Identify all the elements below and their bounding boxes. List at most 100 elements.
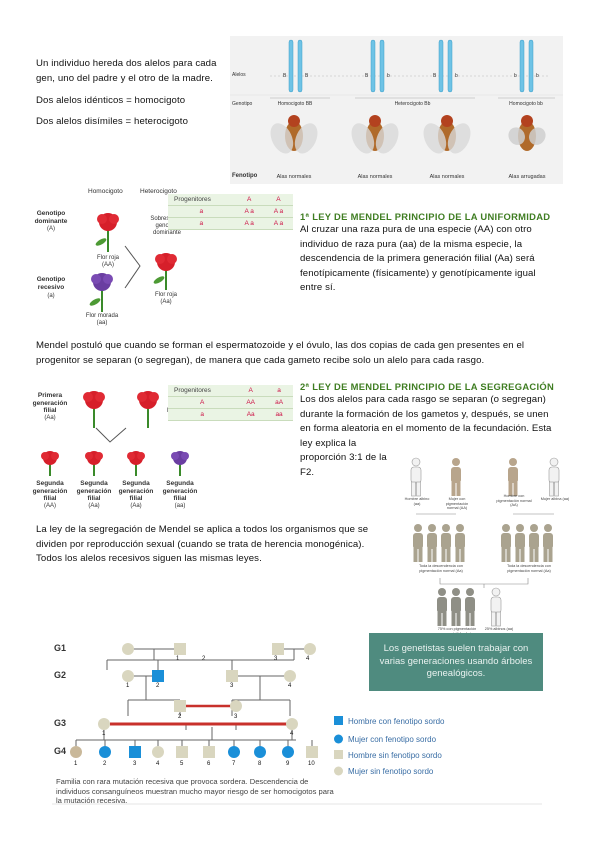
purple-flower-icon [89,273,113,312]
legend-male-affected-symbol [334,716,343,725]
punnett-cell: Progenitores [168,194,235,206]
second-law-short-line: ley explica la [300,437,357,449]
person-label: Hombre albino (aa) [404,497,430,506]
pedigree-diagram [52,643,542,805]
red-flower-icon [137,391,159,428]
punnett-cell: aa [265,408,293,421]
genotipo-dominante-sub: (A) [47,226,55,232]
legend-male-affected: Hombre con fenotipo sordo [348,717,445,726]
first-law-title: 1ª LEY DE MENDEL PRINCIPIO DE LA UNIFORM… [300,211,551,222]
pedigree-number: 2 [156,683,160,689]
punnett-cell: AA [236,396,266,409]
punnett-square-2: Progenitores A a A AA aA a Aa aa [168,385,293,421]
punnett-cell: A [236,385,266,397]
genotipo-label: Genotipo [232,101,253,107]
f2-genotype-2: (Aa) [88,503,100,509]
genotype-phenotype-diagram [230,39,563,154]
phenotype-label-4: Alas arrugadas [508,174,546,180]
uniformity-flower-figure: Homocigoto Heterocigoto Genotipo dominan… [30,188,205,330]
pedigree-number: 10 [308,761,315,767]
pedigree-male [174,643,186,655]
person-label: Toda la descendencia con pigmentación no… [507,564,551,573]
f2-genotype-3: (Aa) [130,503,142,509]
punnett-square-1: Progenitores A A a A a A a a A a A a [168,194,293,230]
heterocigoto-definition: Dos alelos disímiles = heterocigoto [36,115,189,127]
red-flower-icon [85,451,103,476]
pedigree-number: 9 [286,761,290,767]
pedigree-female [122,643,134,655]
albinism-people-diagram [410,457,560,627]
pedigree-number: 8 [258,761,262,767]
phenotype-label-3: Alas normales [429,174,465,180]
punnett-cell: a [265,385,293,397]
segregation-line: dividen por reproducción sexual (cuando … [36,538,365,550]
pedigree-male [174,700,186,712]
second-law-title: 2ª LEY DE MENDEL PRINCIPIO DE LA SEGREGA… [300,381,555,392]
mendel-line-2: progenitor se separan (o segregan), de m… [36,354,485,366]
pedigree-female [152,746,164,758]
person-icon [515,524,525,562]
fenotipo-label: Fenotipo [232,173,258,179]
legend-male-unaffected: Hombre sin fenotipo sordo [348,751,442,760]
red-flower-icon [127,451,145,476]
pedigree-figure: G1 G2 G3 G4 1 2 3 4 1 2 3 4 1 2 3 4 1 2 … [52,636,542,811]
pedigree-number: 5 [180,761,184,767]
genotype-label-Bb: Heterocigoto Bb [394,101,431,107]
red-flower-icon [95,213,119,252]
flor-roja-sub: (AA) [102,262,114,268]
legend-female-unaffected: Mujer sin fenotipo sordo [348,767,434,776]
punnett-cell: A a [263,205,293,218]
punnett-header-row: Progenitores A A [168,194,293,206]
fly-icons [270,115,546,154]
punnett-cell: Aa [236,408,266,421]
pedigree-number: 3 [133,761,137,767]
punnett-row: a A a A a [168,217,293,230]
genotipo-recesivo-label: Genotipo recesivo [36,276,66,291]
segregation-paragraph: La ley de la segregación de Mendel se ap… [36,523,396,567]
alelos-label: Alelos [232,72,246,78]
person-icon [501,524,511,562]
person-icon [529,524,539,562]
heterocigoto-heading: Heterocigoto [140,188,177,195]
pedigree-male-affected [152,670,164,682]
genotype-phenotype-figure: Alelos Genotipo Fenotipo B B B b B b b b… [230,36,563,184]
pedigree-male-affected [129,746,141,758]
person-icon [437,588,447,626]
f2-genotype-1: (AA) [44,503,56,509]
person-icon [441,524,451,562]
segunda-generacion-label-1: Segunda generación filial [32,480,68,502]
phenotype-label-2: Alas normales [357,174,393,180]
allele-b-2: b [455,73,458,79]
intro-text: Un individuo hereda dos alelos para cada… [36,57,236,129]
flor-roja-hetero-sub: (Aa) [160,299,172,305]
first-law-line: individuo de raza pura (aa) de la misma … [300,238,523,250]
person-icon [451,588,461,626]
pedigree-number: 1 [102,731,106,737]
second-law-short-line: F2. [300,466,315,478]
punnett-cell: A [168,396,237,409]
genotipo-dominante-label: Genotipo dominante [34,210,68,225]
first-law-line: descendencia de la primera generación fi… [300,253,535,264]
punnett-cell: A a [234,217,264,230]
primera-generacion-label: Primera generación filial [32,392,68,414]
punnett-cell: A a [234,205,264,218]
pedigree-male [176,746,188,758]
homocigoto-definition: Dos alelos idénticos = homocigoto [36,95,186,106]
intro-line-1: Un individuo hereda dos alelos para cada [36,58,217,69]
pedigree-number: 1 [126,683,130,689]
pedigree-female [304,643,316,655]
punnett-header-row: Progenitores A a [168,385,293,397]
punnett-cell: A a [263,217,293,230]
first-law-section: 1ª LEY DE MENDEL PRINCIPIO DE LA UNIFORM… [300,211,570,296]
legend-female-affected: Mujer con fenotipo sordo [348,735,437,744]
pedigree-number: 4 [288,683,292,689]
generation-label: G4 [54,746,67,756]
punnett-row: a A a A a [168,205,293,218]
pedigree-number: 2 [178,714,182,720]
pedigree-male [306,746,318,758]
pedigree-number: 1 [74,761,78,767]
pedigree-number: 3 [230,683,234,689]
allele-b-4: b [536,73,539,79]
red-flower-icon [83,391,105,428]
segunda-generacion-label-2: Segunda generación filial [76,480,112,502]
